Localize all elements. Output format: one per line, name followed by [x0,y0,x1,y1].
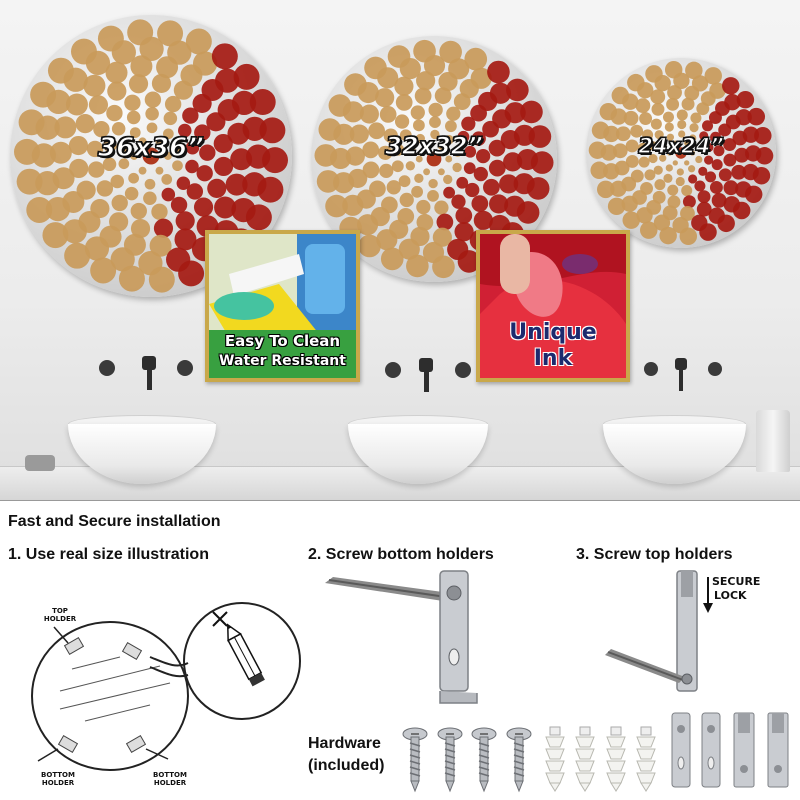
ink-badge-line1: Unique [509,320,597,345]
mirror-size-label: 32x32” [385,131,484,160]
installation-section: Fast and Secure installation 1. Use real… [0,500,800,800]
soap-dish [25,455,55,471]
top-holder-label: TOP HOLDER [43,607,77,624]
mirror-24x24: 24x24” [586,58,776,248]
wall-anchor-icon [545,726,565,792]
screw-icon [471,727,497,793]
secure-lock-label-line1: SECURE [712,575,761,588]
hardware-label: Hardware (included) [308,733,384,776]
bracket-icon [671,712,691,788]
bracket-icon [733,712,755,788]
mirror-size-label: 36x36” [97,132,204,163]
top-holder-illustration [605,570,698,692]
clean-badge-line2: Water Resistant [219,353,346,369]
bottom-holder-label-right: BOTTOM HOLDER [153,771,187,788]
screw-icon [437,727,463,793]
wall-anchor-icon [606,726,626,792]
hardware-label-line2: (included) [308,756,385,774]
faucet-icon [644,358,722,391]
step2-heading: 2. Screw bottom holders [308,546,494,563]
ink-photo-icon [480,234,626,378]
bracket-icon [767,712,789,788]
secure-lock-label-line2: LOCK [714,589,747,602]
bottom-holder-illustration [325,570,478,704]
screw-icon [506,727,532,793]
unique-ink-badge: Unique Ink [476,230,630,382]
clean-badge-line1: Easy To Clean [224,332,341,350]
mirror-dot-pattern [314,39,554,279]
pencil-icon [226,623,265,687]
mirror-size-label: 24x24” [638,133,725,158]
bottom-holder-label-left: BOTTOM HOLDER [41,771,75,788]
faucet-icon [385,358,471,392]
mirror-36x36: 36x36” [10,15,292,297]
soap-bottle [756,410,790,472]
cleaning-photo-icon [209,234,356,378]
bracket-icon [701,712,721,788]
wall-anchor-icon [636,726,656,792]
faucet-icon [99,356,193,390]
screw-icon [402,727,428,793]
ink-badge-line2: Ink [533,346,573,371]
easy-to-clean-badge: Easy To Clean Water Resistant [205,230,360,382]
arrow-down-icon [703,577,713,613]
bathroom-scene: 36x36” 32x32” 24x24” Easy To Clean Water… [0,0,800,500]
wall-anchor-icon [575,726,595,792]
mirror-dot-pattern [588,60,774,246]
step1-heading: 1. Use real size illustration [8,546,209,563]
hardware-label-line1: Hardware [308,735,381,752]
installation-title: Fast and Secure installation [8,513,221,530]
step3-heading: 3. Screw top holders [576,546,733,563]
x-mark-icon [212,611,228,627]
